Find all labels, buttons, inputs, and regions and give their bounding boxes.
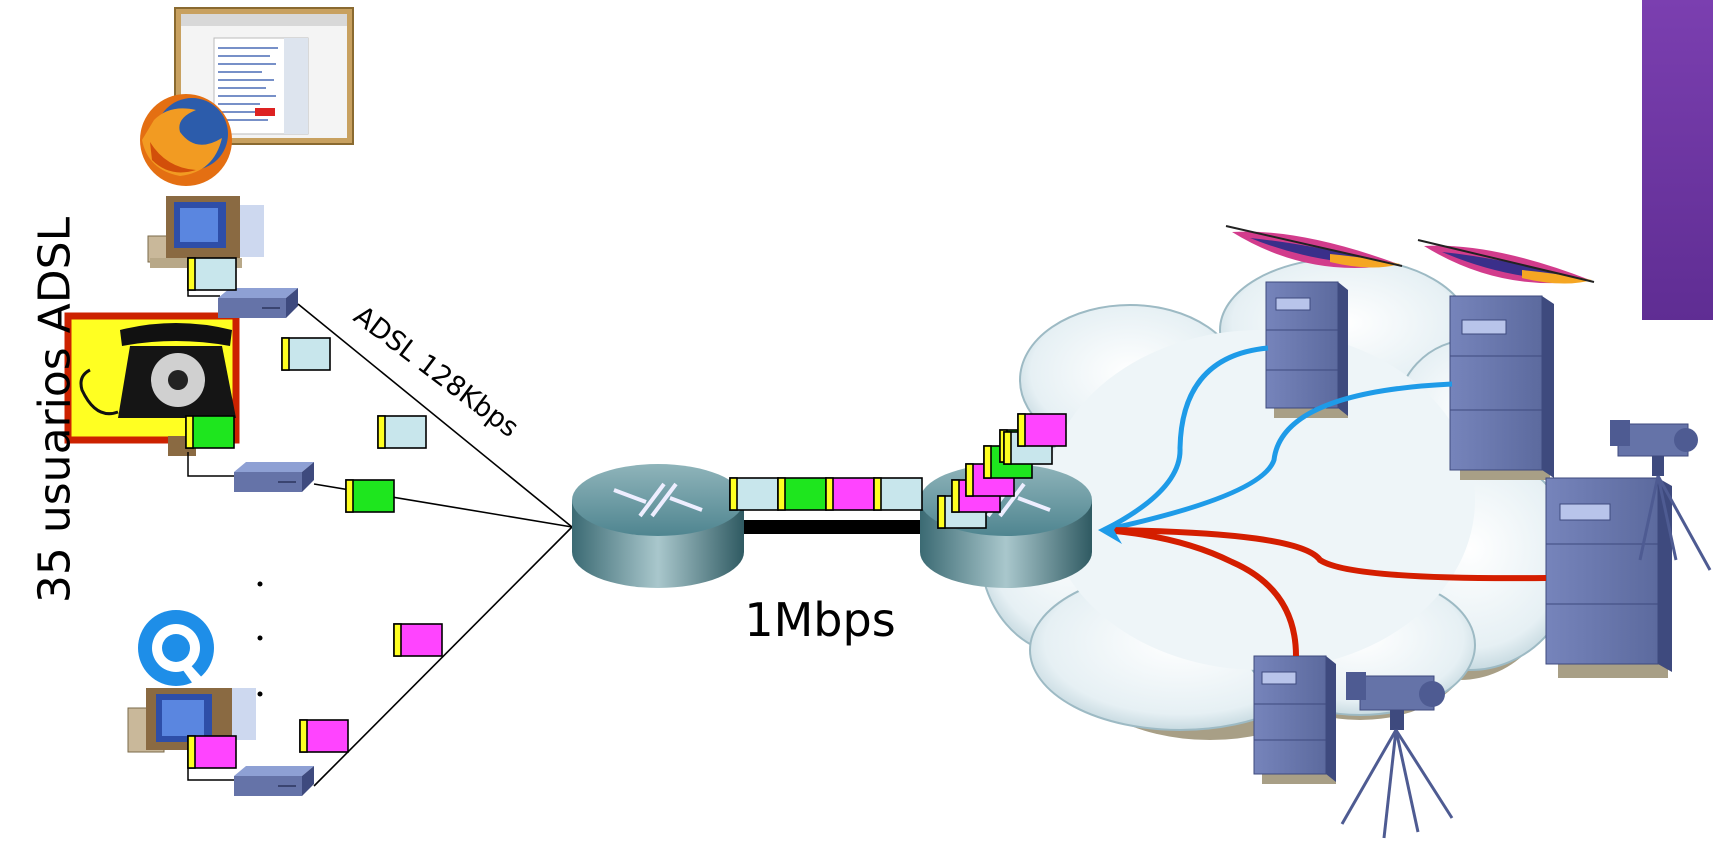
slide-accent-tab — [1642, 0, 1713, 320]
video-camera-icon — [1340, 672, 1454, 839]
adsl-modem-icon — [218, 288, 298, 318]
trunk-link-1mbps — [712, 520, 958, 534]
server-icon — [1253, 655, 1336, 784]
apache-feather-icon — [1417, 239, 1595, 284]
packet-voice — [185, 415, 235, 449]
packet-web — [729, 477, 779, 511]
firefox-icon — [140, 94, 232, 186]
computer-icon — [147, 196, 264, 268]
server-icon — [1545, 477, 1672, 678]
apache-feather-icon — [1225, 225, 1403, 268]
packet-voice — [777, 477, 827, 511]
trunk-link-label: 1Mbps — [744, 593, 896, 647]
packet-video — [1017, 413, 1067, 447]
video-flows — [1103, 527, 1547, 657]
adsl-modem-icon — [234, 462, 314, 492]
server-icon — [1449, 295, 1554, 480]
adsl-modem-icon — [234, 766, 314, 796]
packet-web — [187, 257, 237, 291]
quicktime-icon — [138, 610, 214, 688]
packet-video — [299, 719, 349, 753]
video-camera-icon — [1610, 420, 1712, 571]
packet-video — [825, 477, 875, 511]
packet-web — [281, 337, 331, 371]
phone-icon — [64, 312, 240, 456]
ellipsis-dots — [257, 581, 263, 697]
packet-web — [377, 415, 427, 449]
computer-icon — [127, 688, 256, 753]
web-flows — [1102, 345, 1453, 533]
packet-voice — [345, 479, 395, 513]
server-icon — [1265, 281, 1348, 418]
users-count-label: 35 usuarios ADSL — [29, 216, 81, 604]
router-icon — [572, 464, 744, 588]
packet-video — [187, 735, 237, 769]
packet-web — [873, 477, 923, 511]
packet-video — [393, 623, 443, 657]
packets — [185, 257, 1067, 769]
flow-arrowhead — [1098, 518, 1122, 544]
